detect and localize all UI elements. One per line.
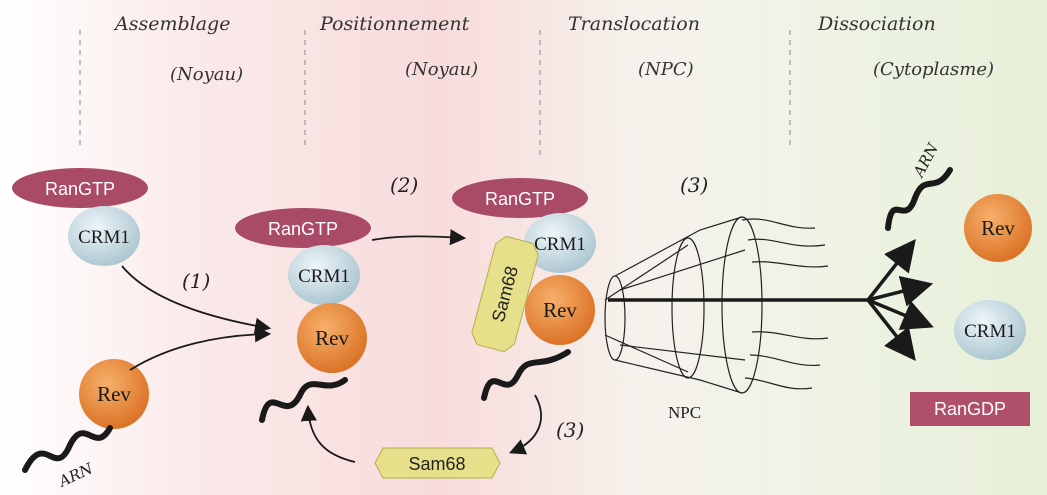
stage-title-translocation: Translocation: [568, 13, 700, 35]
stage-location-positionnement: (Noyau): [405, 59, 478, 80]
sam68-free: [374, 447, 501, 479]
npc-pore: [604, 216, 829, 394]
step-label-1: (1): [182, 269, 210, 293]
stage-location-assemblage: (Noyau): [170, 64, 243, 85]
rev-released: [964, 194, 1032, 262]
release-arrow: [509, 394, 542, 455]
npc-label: NPC: [668, 403, 701, 422]
assembly-arrow-rev: [129, 326, 272, 371]
arn-strand-2: [259, 377, 348, 423]
ran-gdp-label: RanGDP: [934, 399, 1006, 419]
crm1-released: [954, 300, 1026, 360]
ran-gtp-complex-2: [235, 208, 371, 248]
crm1-label-3: CRM1: [534, 234, 586, 255]
crm1-complex-3: [524, 213, 596, 273]
recycle-arrow: [300, 404, 356, 463]
positioning-arrow: [371, 229, 467, 246]
crm1-complex-2: [288, 245, 360, 305]
stage-location-translocation: (NPC): [638, 59, 694, 80]
crm1-label-4: CRM1: [964, 321, 1016, 342]
rev-label-1: Rev: [97, 382, 131, 406]
stage-title-positionnement: Positionnement: [319, 13, 470, 35]
rev-label-4: Rev: [981, 216, 1015, 240]
ran-gdp-box: [910, 392, 1030, 426]
ran-gtp-complex-1: [12, 168, 148, 208]
rev-label-2: Rev: [315, 326, 349, 350]
stage-separators: [79, 30, 791, 160]
ran-gtp-label-1: RanGTP: [45, 179, 115, 199]
step-label-3-top: (3): [680, 173, 708, 197]
stage-location-dissociation: (Cytoplasme): [873, 59, 994, 80]
stage-title-assemblage: Assemblage: [113, 13, 230, 35]
arn-strand-4: [885, 167, 953, 231]
ran-gtp-label-2: RanGTP: [268, 219, 338, 239]
rev-label-3: Rev: [543, 298, 577, 322]
rev-complex-3: [525, 275, 595, 345]
assembly-arrow-crm1: [121, 265, 272, 334]
crm1-label-1: CRM1: [78, 227, 130, 248]
rev-free-1: [79, 359, 149, 429]
arn-strand-3: [481, 349, 571, 401]
arn-strand-1: [22, 425, 113, 473]
ran-gtp-label-3: RanGTP: [485, 189, 555, 209]
sam68-bound: Sam68: [471, 235, 539, 353]
sam68-label-free: Sam68: [408, 454, 465, 474]
step-label-3-bottom: (3): [556, 418, 584, 442]
crm1-label-2: CRM1: [298, 266, 350, 287]
step-label-2: (2): [390, 173, 418, 197]
stage-title-dissociation: Dissociation: [817, 13, 936, 35]
ran-gtp-complex-3: [452, 178, 588, 218]
translocation-arrows: [608, 239, 934, 361]
crm1-complex-1: [68, 206, 140, 266]
rev-complex-2: [297, 303, 367, 373]
